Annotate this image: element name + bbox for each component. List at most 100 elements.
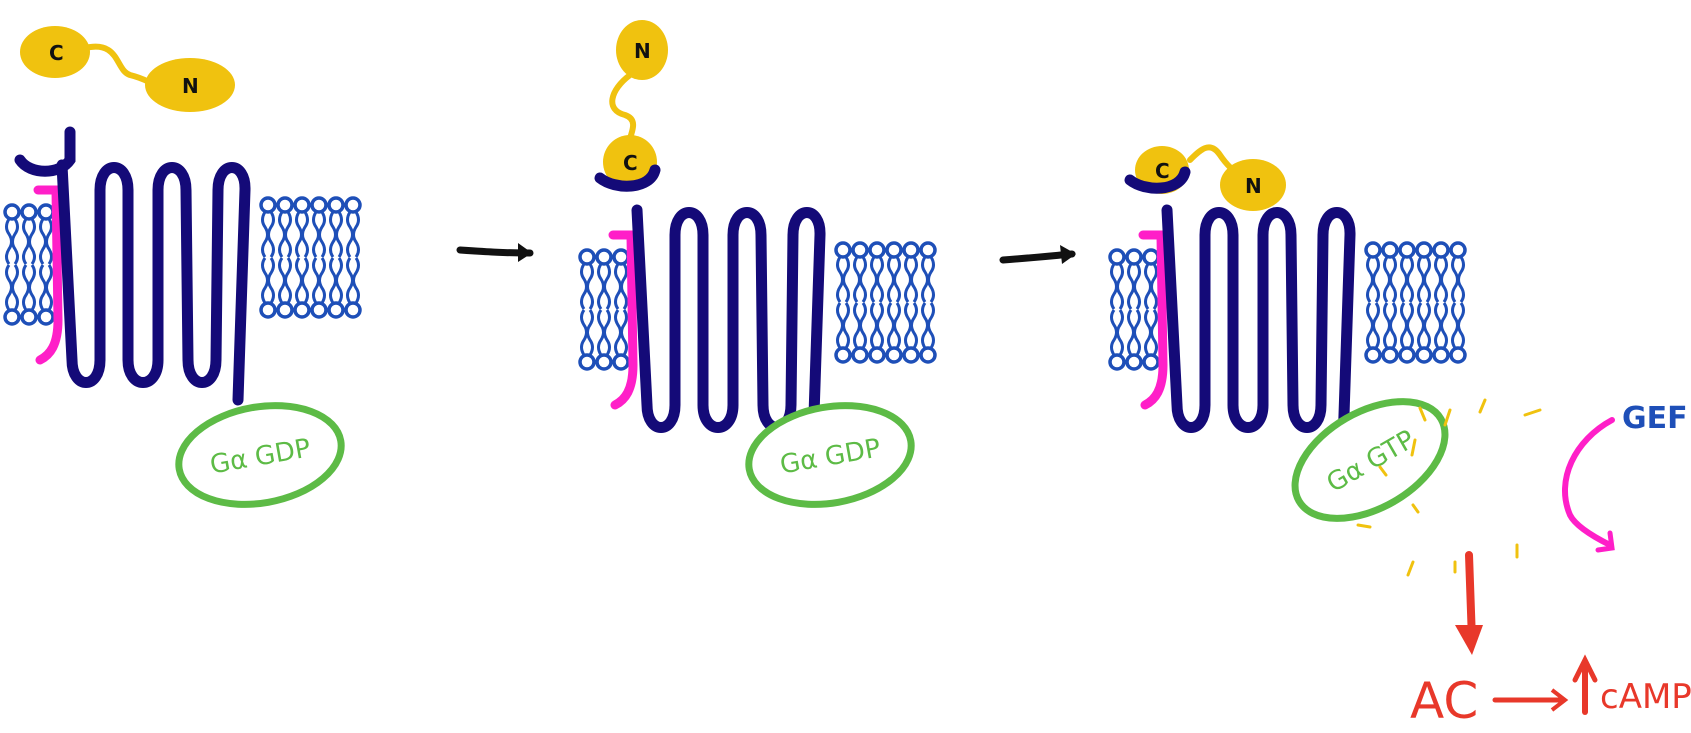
lipid-tail (329, 211, 343, 258)
lipid-head (851, 241, 869, 259)
lipid-head (1449, 241, 1467, 259)
lipid-head (1449, 346, 1467, 364)
lipid-head (1364, 241, 1382, 259)
lipid-tail (904, 256, 918, 303)
lipid-tail (1144, 263, 1158, 310)
lipid-head (327, 301, 345, 319)
peptide-linker (609, 72, 637, 148)
lipid-tail (597, 309, 611, 356)
gpcr-seven-transmembrane (1161, 204, 1356, 451)
peptide-n-label: N (1245, 174, 1262, 198)
lipid-head (902, 241, 920, 259)
lipid-tail (261, 257, 275, 304)
g-alpha-outline (175, 402, 345, 508)
amphipathic-helix (1138, 230, 1168, 410)
lipid-head (612, 353, 630, 371)
lipid-tail (22, 264, 36, 311)
lipid-tail (853, 302, 867, 349)
lipid-tail (1144, 309, 1158, 356)
lipid-head (885, 241, 903, 259)
lipid-head (276, 301, 294, 319)
lipid-head (1108, 248, 1126, 266)
gef-label: GEF (1622, 401, 1688, 436)
panel-2-binding: N C Gα GDP (578, 20, 937, 508)
lipid-head (310, 301, 328, 319)
lipid-tail (1417, 256, 1431, 303)
lipid-head (902, 346, 920, 364)
lipid-head (834, 241, 852, 259)
membrane-and-receptor (578, 204, 937, 451)
peptide-ligand: C N (1135, 144, 1286, 211)
lipid-tail (1127, 309, 1141, 356)
lipid-head (310, 196, 328, 214)
peptide-c-label: C (623, 151, 638, 175)
lipid-head (919, 346, 937, 364)
lipid-head (612, 248, 630, 266)
lipid-bilayer-left (3, 203, 55, 326)
lipid-tail (295, 211, 309, 258)
peptide-c-label: C (1155, 159, 1170, 183)
lipid-head (259, 301, 277, 319)
lipid-head (595, 353, 613, 371)
ac-label: AC (1410, 672, 1478, 730)
lipid-tail (1434, 256, 1448, 303)
lipid-tail (346, 257, 360, 304)
lipid-tail (614, 263, 628, 310)
lipid-tail (597, 263, 611, 310)
peptide-n-label: N (634, 39, 651, 63)
peptide-ligand: C N (20, 26, 235, 112)
lipid-tail (346, 211, 360, 258)
lipid-tail (904, 302, 918, 349)
lipid-head (20, 308, 38, 326)
lipid-head (1381, 241, 1399, 259)
g-alpha-outline (745, 402, 915, 508)
lipid-tail (1110, 263, 1124, 310)
lipid-bilayer-right (1364, 241, 1467, 364)
lipid-tail (580, 263, 594, 310)
peptide-n-domain (145, 58, 235, 112)
lipid-tail (312, 257, 326, 304)
lipid-tail (278, 211, 292, 258)
lipid-tail (1451, 302, 1465, 349)
camp-label: cAMP (1600, 677, 1691, 717)
transition-arrow-1 (456, 243, 534, 262)
peptide-n-label: N (182, 74, 199, 98)
gef-curved-arrow (1562, 417, 1615, 548)
lipid-tail (22, 218, 36, 265)
lipid-head (1398, 241, 1416, 259)
lipid-head (293, 196, 311, 214)
lipid-head (327, 196, 345, 214)
lipid-head (1415, 346, 1433, 364)
peptide-c-domain (603, 135, 657, 189)
lipid-tail (278, 257, 292, 304)
lipid-head (1142, 248, 1160, 266)
g-alpha-outline (1291, 398, 1449, 522)
receptor-n-terminus (1124, 166, 1191, 194)
activation-sparks (1356, 398, 1542, 577)
lipid-tail (853, 256, 867, 303)
receptor-n-terminus (594, 164, 661, 192)
signaling-cascade: AC cAMP (1410, 551, 1691, 730)
lipid-head (293, 301, 311, 319)
membrane-and-receptor (1108, 204, 1467, 451)
lipid-tail (580, 309, 594, 356)
lipid-head (578, 353, 596, 371)
lipid-head (1142, 353, 1160, 371)
lipid-head (885, 346, 903, 364)
lipid-head (276, 196, 294, 214)
lipid-tail (1366, 256, 1380, 303)
amphipathic-helix (33, 185, 63, 365)
lipid-tail (1110, 309, 1124, 356)
lipid-tail (1400, 302, 1414, 349)
peptide-n-domain (616, 20, 668, 80)
lipid-tail (1451, 256, 1465, 303)
lipid-head (1432, 346, 1450, 364)
lipid-bilayer-left (1108, 248, 1160, 371)
lipid-tail (5, 264, 19, 311)
panel-3-active: C N Gα GTP (1108, 144, 1467, 522)
lipid-head (868, 241, 886, 259)
membrane-and-receptor (3, 159, 362, 406)
lipid-head (20, 203, 38, 221)
lipid-head (1125, 353, 1143, 371)
